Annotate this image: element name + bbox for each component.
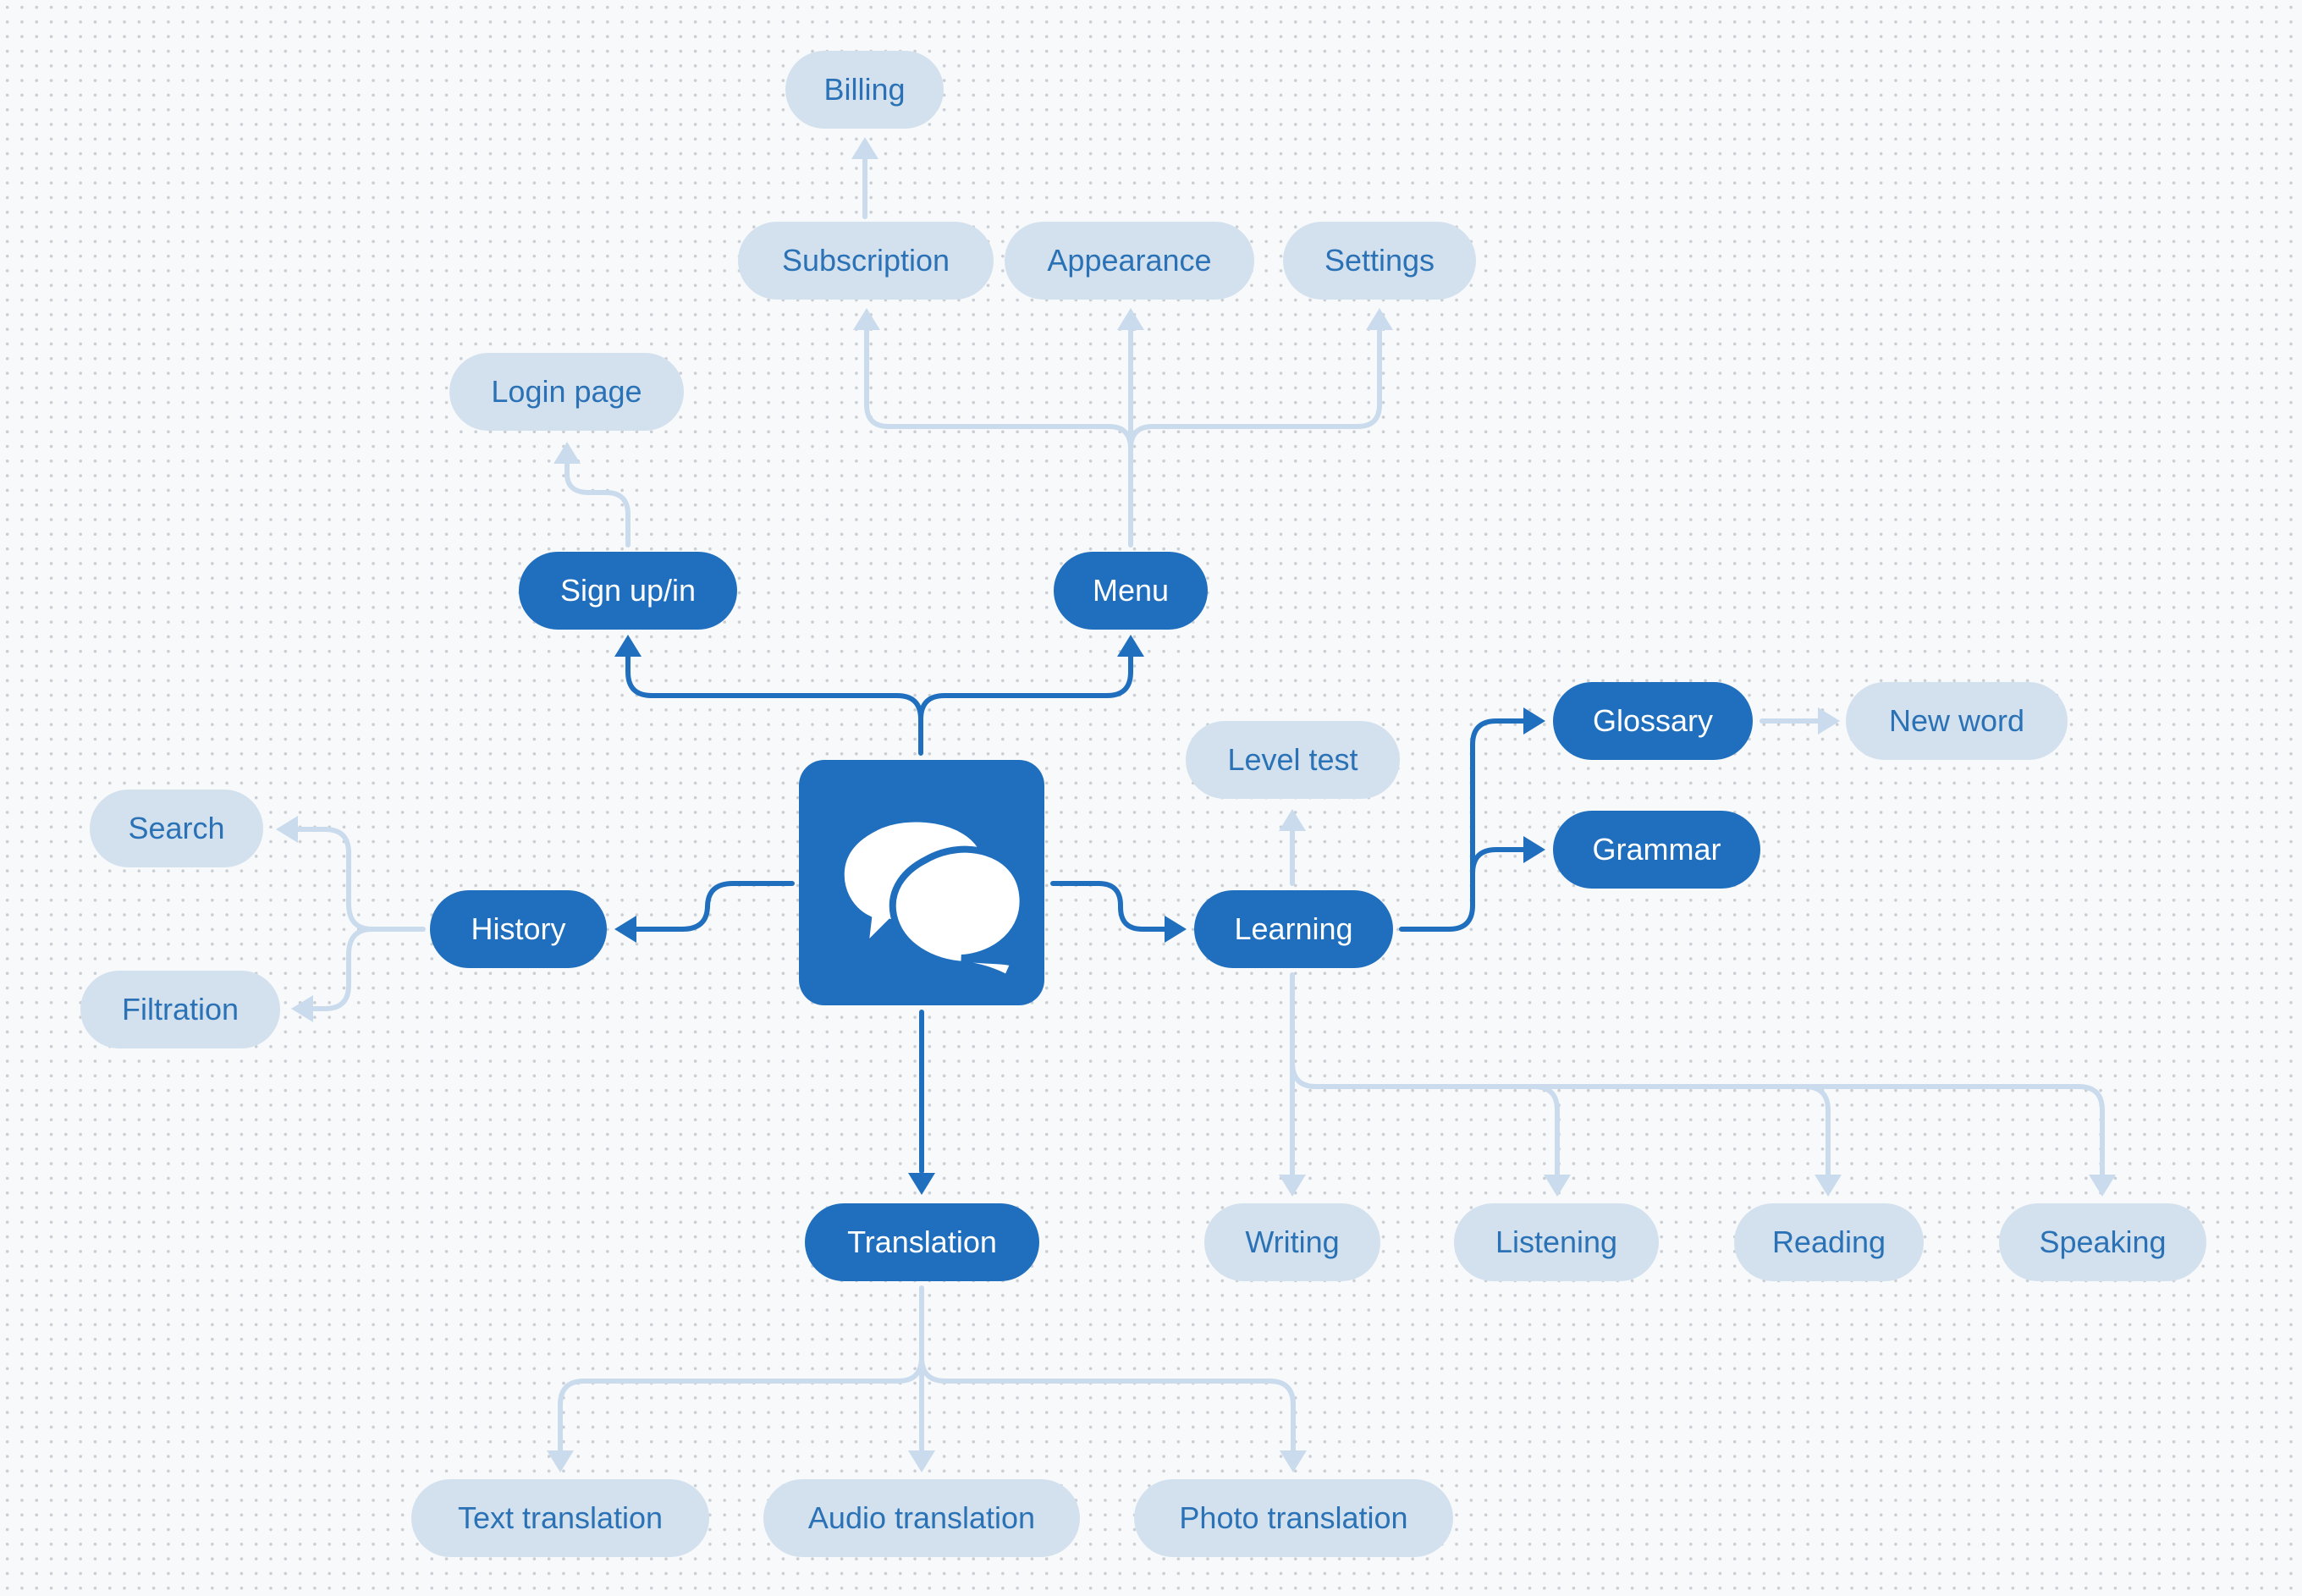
arrowhead-audio [908, 1450, 935, 1472]
arrowhead-filtration [291, 995, 313, 1022]
arrowhead-search [276, 816, 298, 843]
arrowhead-listening [1544, 1175, 1571, 1197]
node-audio-translation[interactable]: Audio translation [763, 1479, 1080, 1557]
arrowhead-text [547, 1450, 574, 1472]
node-photo-translation[interactable]: Photo translation [1134, 1479, 1453, 1557]
arrowhead-menu [1117, 635, 1144, 657]
arrowhead-translation [908, 1173, 935, 1195]
arrowhead-photo [1280, 1450, 1307, 1472]
node-listening[interactable]: Listening [1454, 1203, 1659, 1281]
node-subscription[interactable]: Subscription [738, 222, 994, 300]
node-writing[interactable]: Writing [1204, 1203, 1380, 1281]
connector-translation-text [558, 1355, 924, 1453]
node-text-translation[interactable]: Text translation [411, 1479, 709, 1557]
arrowhead-speaking [2089, 1175, 2116, 1197]
arrowhead-learning [1165, 916, 1187, 943]
arrowhead-settings [1366, 308, 1393, 330]
arrowhead-login [553, 442, 581, 464]
node-learning[interactable]: Learning [1194, 890, 1393, 968]
connector-learning-speaking [1802, 1084, 2105, 1179]
arrowhead-writing [1279, 1175, 1306, 1197]
node-settings[interactable]: Settings [1283, 222, 1476, 300]
node-sign-up-in[interactable]: Sign up/in [519, 552, 737, 630]
node-new-word[interactable]: New word [1846, 682, 2068, 760]
node-appearance[interactable]: Appearance [1005, 222, 1254, 300]
node-login-page[interactable]: Login page [449, 353, 684, 431]
arrowhead-sign-up [614, 635, 642, 657]
arrowhead-leveltest [1279, 809, 1306, 831]
connector-hub-learning [1050, 881, 1167, 932]
app-hub-node[interactable] [799, 760, 1044, 1005]
connector-signup-login [564, 461, 631, 548]
connector-menu-subscription [864, 322, 1133, 451]
connector-menu-settings [1128, 322, 1382, 451]
connector-learning-glossary [1399, 718, 1526, 932]
node-history[interactable]: History [430, 890, 607, 968]
node-billing[interactable]: Billing [785, 51, 944, 129]
node-glossary[interactable]: Glossary [1553, 682, 1753, 760]
arrowhead-glossary [1523, 707, 1545, 735]
connector-translation-photo [919, 1355, 1296, 1453]
arrowhead-billing [851, 137, 878, 159]
arrowhead-grammar [1523, 836, 1545, 863]
connector-history-filtration [311, 927, 375, 1011]
connector-learning-reading [1531, 1084, 1831, 1179]
arrowhead-appearance [1117, 308, 1144, 330]
connector-history-search [295, 827, 426, 932]
arrowhead-subscription [853, 308, 880, 330]
connector-learning-grammar [1470, 847, 1526, 900]
node-grammar[interactable]: Grammar [1553, 811, 1760, 889]
connector-hub-history [634, 881, 795, 932]
node-speaking[interactable]: Speaking [1999, 1203, 2206, 1281]
node-search[interactable]: Search [90, 790, 263, 867]
node-reading[interactable]: Reading [1734, 1203, 1924, 1281]
node-level-test[interactable]: Level test [1186, 721, 1400, 799]
arrowhead-history [614, 916, 636, 943]
arrowhead-reading [1815, 1175, 1842, 1197]
node-filtration[interactable]: Filtration [80, 971, 280, 1048]
node-translation[interactable]: Translation [805, 1203, 1039, 1281]
connector-hub-menu [918, 651, 1133, 722]
node-menu[interactable]: Menu [1054, 552, 1208, 630]
chat-bubbles-icon [837, 815, 1027, 983]
connector-hub-sign-up [625, 651, 923, 756]
connector-learning-listening [1290, 1060, 1560, 1179]
arrowhead-newword [1818, 707, 1840, 735]
